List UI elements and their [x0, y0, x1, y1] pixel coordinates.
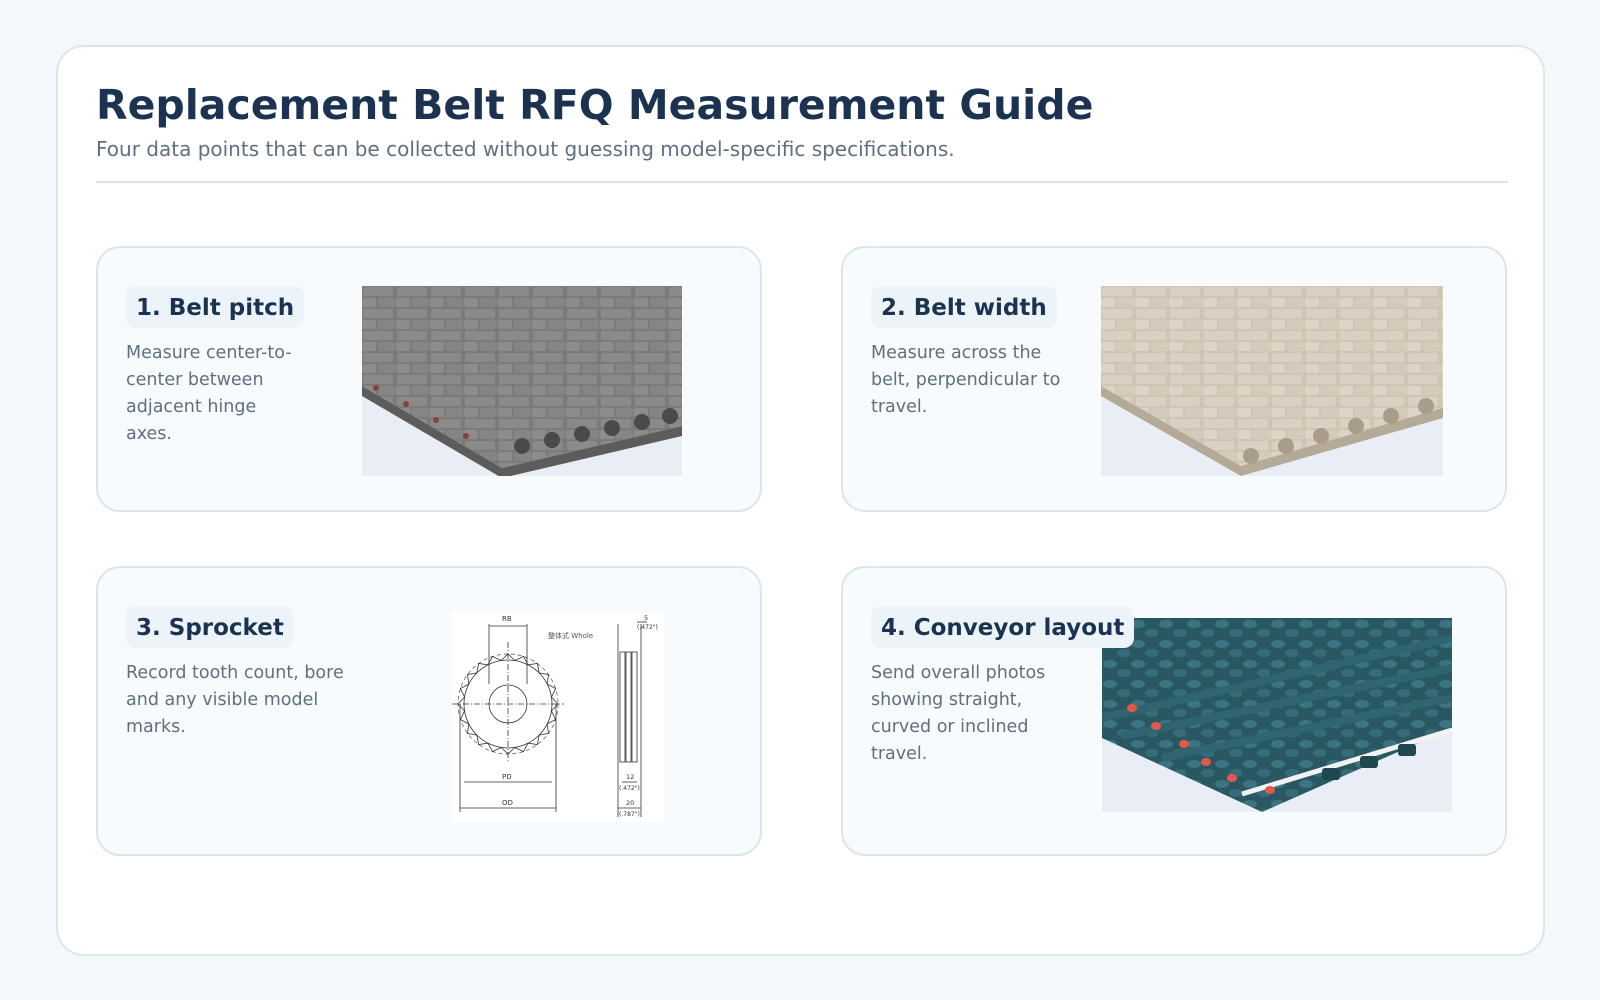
drawing-label-pd: PD [502, 773, 512, 781]
drawing-dim-12-in: (.472") [619, 785, 640, 792]
belt-width-photo [1101, 286, 1443, 476]
card-description: Measure center-to-center between adjacen… [126, 343, 292, 444]
sprocket-drawing: RB 整体式 Whole 5 (.472") PD OD 12 (.472") … [452, 612, 664, 822]
card-heading: 3. Sprocket [126, 606, 294, 648]
card-belt-width: 2. Belt width Measure across the belt, p… [841, 246, 1507, 512]
card-heading: 2. Belt width [871, 286, 1057, 328]
drawing-dim-5-in: (.472") [637, 624, 658, 631]
card-description: Measure across the belt, perpendicular t… [871, 343, 1061, 417]
page-subtitle: Four data points that can be collected w… [96, 137, 955, 161]
card-heading: 4. Conveyor layout [871, 606, 1135, 648]
card-conveyor-layout: 4. Conveyor layout Send overall photos s… [841, 566, 1507, 856]
drawing-dim-20: 20 [626, 799, 634, 807]
drawing-dim-20-in: (.787") [619, 811, 640, 818]
drawing-dim-5: 5 [644, 614, 648, 622]
drawing-label-whole: 整体式 Whole [548, 631, 593, 640]
header-divider [96, 181, 1508, 183]
drawing-label-od: OD [502, 799, 513, 807]
card-description: Send overall photos showing straight, cu… [871, 663, 1046, 764]
card-sprocket: 3. Sprocket Record tooth count, bore and… [96, 566, 762, 856]
guide-sheet: Replacement Belt RFQ Measurement Guide F… [56, 45, 1545, 956]
drawing-dim-12: 12 [626, 773, 634, 781]
page-title: Replacement Belt RFQ Measurement Guide [96, 81, 1094, 129]
card-description: Record tooth count, bore and any visible… [126, 663, 344, 737]
card-belt-pitch: 1. Belt pitch Measure center-to-center b… [96, 246, 762, 512]
card-heading: 1. Belt pitch [126, 286, 305, 328]
conveyor-layout-photo [1102, 618, 1452, 812]
belt-pitch-photo [362, 286, 682, 476]
drawing-label-rb: RB [502, 615, 512, 623]
